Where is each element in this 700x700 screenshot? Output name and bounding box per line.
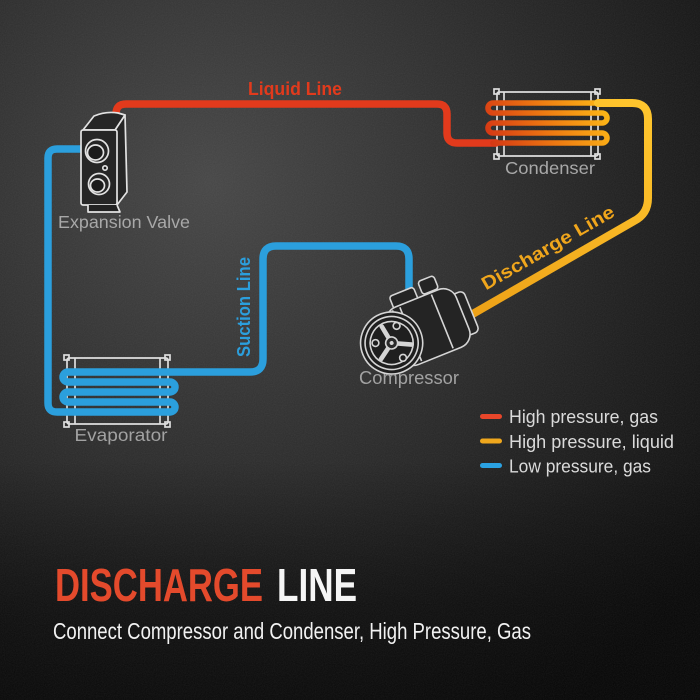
condenser-coil bbox=[485, 100, 610, 146]
liquid-line-path bbox=[112, 100, 500, 147]
legend-label-high-pressure-liquid: High pressure, liquid bbox=[509, 431, 674, 452]
legend: High pressure, gas High pressure, liquid… bbox=[480, 406, 674, 477]
legend-label-high-pressure-gas: High pressure, gas bbox=[509, 406, 658, 427]
discharge-line-path bbox=[460, 99, 652, 323]
footer: DISCHARGE LINE Connect Compressor and Co… bbox=[53, 559, 531, 644]
footer-subtitle: Connect Compressor and Condenser, High P… bbox=[53, 618, 531, 644]
expansion-valve-label: Expansion Valve bbox=[58, 212, 190, 232]
condenser-label: Condenser bbox=[505, 158, 595, 178]
suction-line-label: Suction Line bbox=[234, 257, 254, 357]
high-pressure-liquid-dash-icon bbox=[480, 438, 502, 444]
expansion-valve-illustration bbox=[80, 111, 128, 213]
footer-title-rest: LINE bbox=[277, 559, 357, 611]
high-pressure-gas-dash-icon bbox=[480, 414, 502, 419]
footer-title-accent: DISCHARGE bbox=[55, 559, 263, 611]
suction-line-path bbox=[44, 145, 413, 416]
legend-label-low-pressure-gas: Low pressure, gas bbox=[509, 456, 651, 477]
compressor-label: Compressor bbox=[359, 368, 459, 388]
compressor-illustration bbox=[359, 275, 479, 375]
liquid-line-label: Liquid Line bbox=[248, 79, 342, 99]
low-pressure-gas-dash-icon bbox=[480, 463, 502, 468]
evaporator-label: Evaporator bbox=[75, 425, 168, 445]
